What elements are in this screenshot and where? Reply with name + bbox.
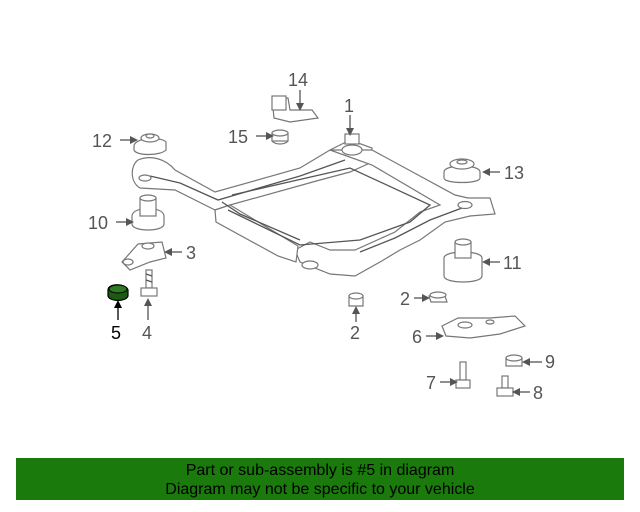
callout-2-right: 2 [400, 289, 410, 309]
bushing-part-11 [443, 238, 483, 283]
nut-part-9 [505, 354, 523, 367]
bracket-part-14 [271, 95, 320, 123]
callout-6: 6 [412, 327, 422, 347]
callout-10: 10 [88, 213, 108, 233]
bracket-part-3 [121, 241, 167, 271]
callout-4: 4 [142, 323, 152, 343]
info-banner: Part or sub-assembly is #5 in diagram Di… [16, 458, 624, 500]
bolt-part-7 [455, 361, 471, 389]
callout-5: 5 [111, 323, 121, 343]
callout-labels: 1 14 15 12 13 10 3 11 4 5 2 2 6 9 7 8 [88, 70, 555, 403]
banner-line-disclaimer: Diagram may not be specific to your vehi… [165, 481, 475, 498]
callout-12: 12 [92, 131, 112, 151]
nut-part-2-right [428, 291, 448, 303]
nut-part-15 [271, 129, 289, 145]
callout-8: 8 [533, 383, 543, 403]
callout-13: 13 [504, 163, 524, 183]
callout-11: 11 [503, 253, 522, 273]
callout-15: 15 [228, 127, 248, 147]
highlighted-part-5 [107, 284, 129, 302]
callout-3: 3 [186, 243, 196, 263]
callout-7: 7 [426, 373, 436, 393]
callout-1: 1 [344, 96, 354, 116]
bolt-part-8 [496, 375, 514, 397]
bushing-cap-part-12 [133, 133, 167, 156]
bracket-part-6 [441, 315, 527, 339]
leader-lines [114, 90, 542, 396]
callout-14: 14 [288, 70, 308, 90]
bushing-cap-part-13 [443, 158, 481, 184]
banner-line-part-info: Part or sub-assembly is #5 in diagram [185, 462, 455, 479]
nut-part-2-center [348, 292, 364, 307]
bushing-part-10 [131, 194, 165, 231]
callout-2-center: 2 [350, 323, 360, 343]
subframe-crossmember [131, 133, 496, 277]
bolt-part-4 [140, 269, 158, 297]
callout-9: 9 [545, 352, 555, 372]
